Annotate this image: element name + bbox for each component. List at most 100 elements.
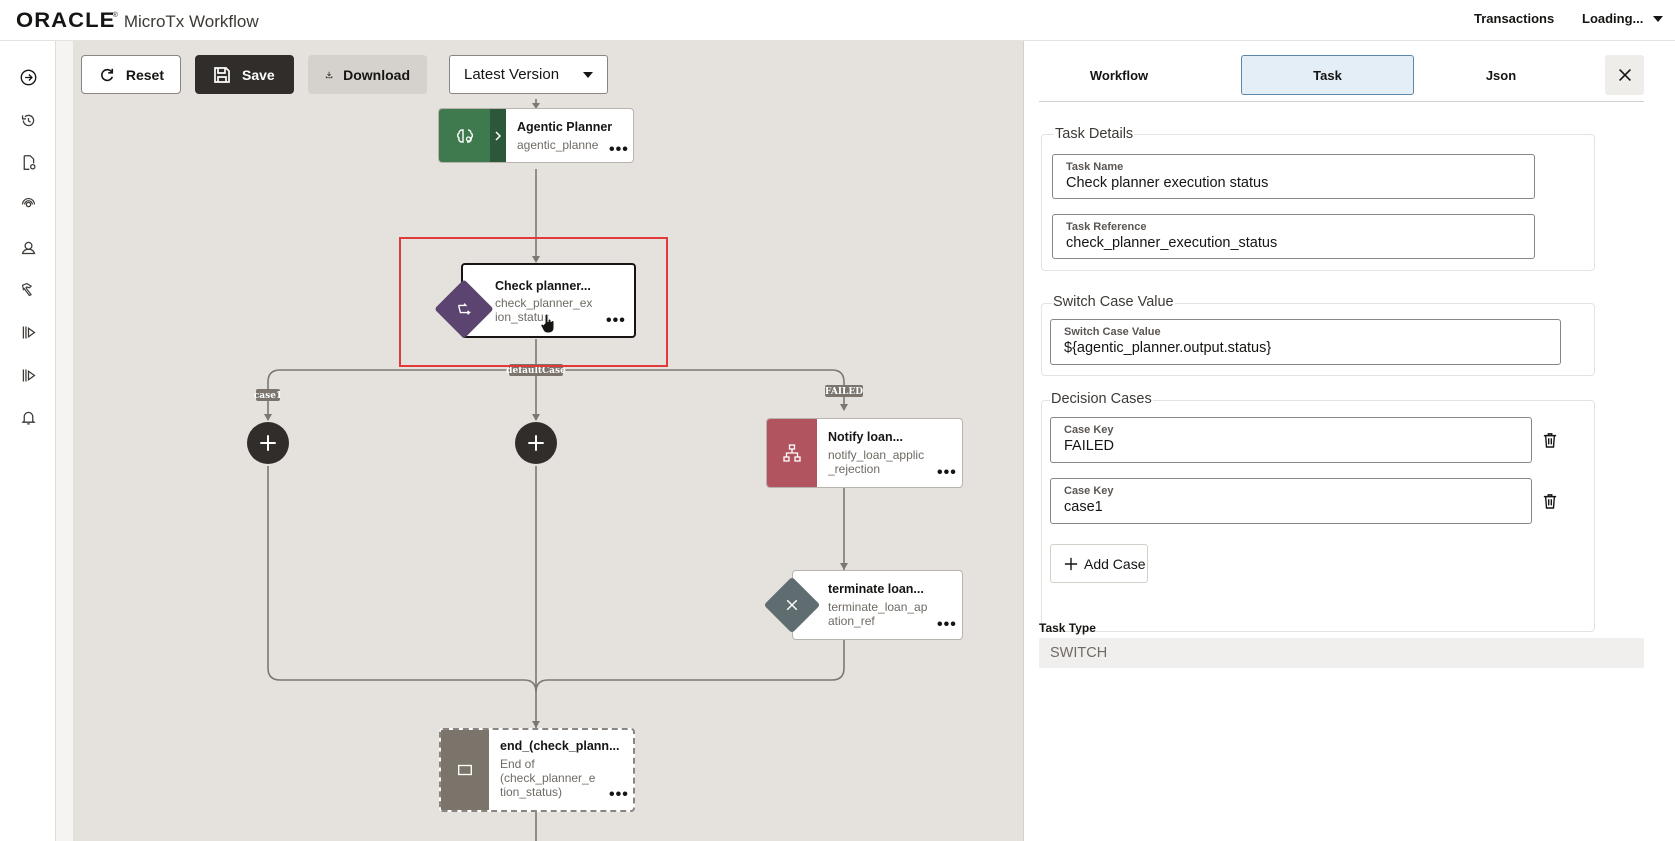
case-key-label: Case Key — [1064, 485, 1114, 497]
oracle-logo: ORACLE — [16, 9, 116, 32]
terminate-icon — [763, 576, 821, 634]
switch-icon — [434, 279, 494, 339]
more-options-icon[interactable]: ••• — [937, 616, 957, 633]
node-subtitle-line: notify_loan_applic — [828, 448, 925, 462]
network-icon[interactable] — [18, 194, 38, 214]
node-title: Check planner... — [495, 279, 591, 293]
run-icon[interactable] — [18, 322, 38, 342]
selected-node-highlight — [399, 237, 668, 367]
task-name-label: Task Name — [1066, 161, 1124, 173]
end-square-icon — [441, 730, 489, 810]
history-icon[interactable] — [18, 110, 38, 130]
version-select[interactable]: Latest Version — [449, 55, 608, 94]
hammer-icon[interactable] — [18, 279, 38, 299]
case-tag-default — [509, 364, 563, 376]
brand: ORACLE ® MicroTx Workflow — [16, 9, 259, 33]
task-reference-label: Task Reference — [1066, 221, 1147, 233]
tab-json[interactable]: Json — [1485, 67, 1517, 83]
case-key-label: Case Key — [1064, 424, 1114, 436]
case-tag-failed — [825, 385, 863, 397]
plus-icon — [1064, 557, 1078, 570]
task-type-value: SWITCH — [1050, 645, 1108, 661]
chevron-right-icon[interactable] — [490, 109, 506, 162]
node-agentic-planner[interactable]: Agentic Planner agentic_planne ••• — [438, 108, 634, 163]
reset-button[interactable]: Reset — [81, 55, 181, 94]
node-subtitle: notify_loan_applic _rejection — [828, 448, 930, 476]
task-name-field[interactable]: Task Name Check planner execution status — [1052, 154, 1535, 199]
case-tag-case1-label: case1 — [254, 391, 282, 401]
switch-case-label: Switch Case Value — [1064, 326, 1161, 338]
save-button[interactable]: Save — [195, 55, 294, 94]
case-tag-failed-label: FAILED — [825, 387, 863, 397]
user-menu[interactable]: Loading... — [1582, 11, 1664, 26]
expand-icon[interactable] — [18, 67, 38, 87]
task-type-label: Task Type — [1039, 621, 1096, 635]
case-tag-case1 — [256, 389, 280, 401]
switch-case-value-field[interactable]: Switch Case Value ${agentic_planner.outp… — [1050, 319, 1561, 365]
more-options-icon[interactable]: ••• — [937, 464, 957, 481]
task-reference-value: check_planner_execution_status — [1066, 235, 1278, 251]
switch-case-value: ${agentic_planner.output.status} — [1064, 340, 1272, 356]
task-reference-field[interactable]: Task Reference check_planner_execution_s… — [1052, 214, 1535, 259]
document-settings-icon[interactable] — [18, 152, 38, 172]
node-title: Agentic Planner — [517, 120, 613, 134]
plus-icon — [260, 435, 276, 451]
task-type-field: SWITCH — [1039, 638, 1644, 668]
tab-workflow[interactable]: Workflow — [1089, 67, 1149, 83]
play-icon[interactable] — [18, 365, 38, 385]
flow-connectors: case1 defaultCase FAILED — [254, 99, 863, 841]
save-icon — [214, 66, 230, 83]
switch-case-legend: Switch Case Value — [1052, 294, 1175, 310]
tab-task[interactable]: Task — [1241, 55, 1414, 95]
chevron-down-icon — [1653, 15, 1664, 22]
case-key-field[interactable]: Case Key FAILED — [1050, 417, 1532, 463]
bell-icon[interactable] — [18, 407, 38, 427]
add-task-button-default[interactable] — [515, 422, 557, 464]
trash-icon[interactable] — [1542, 492, 1558, 510]
hierarchy-icon — [767, 419, 817, 487]
more-options-icon[interactable]: ••• — [609, 141, 629, 158]
node-subtitle: End of (check_planner_e tion_status) — [500, 757, 600, 799]
download-button[interactable]: Download — [308, 55, 427, 94]
node-subtitle-line: check_planner_ex — [495, 296, 593, 310]
switch-case-group: Switch Case Value Switch Case Value ${ag… — [1041, 294, 1595, 376]
user-support-icon[interactable] — [18, 237, 38, 257]
app-header: ORACLE ® MicroTx Workflow Transactions L… — [0, 0, 1675, 41]
task-name-value: Check planner execution status — [1066, 175, 1269, 191]
add-case-button[interactable]: Add Case — [1050, 544, 1148, 583]
node-subtitle-line: End of — [500, 757, 535, 771]
rail-gutter — [56, 41, 73, 841]
node-title: end_(check_plann... — [500, 739, 620, 753]
more-options-icon[interactable]: ••• — [606, 312, 626, 329]
download-label: Download — [343, 66, 410, 83]
add-case-label: Add Case — [1084, 555, 1146, 572]
plus-icon — [528, 435, 544, 451]
close-icon — [1618, 69, 1631, 81]
task-properties-panel: Workflow Task Json Task Details Task Nam… — [1025, 41, 1675, 841]
node-title: Notify loan... — [828, 430, 903, 444]
task-details-group: Task Details Task Name Check planner exe… — [1041, 126, 1595, 271]
node-end[interactable]: end_(check_plann... End of (check_planne… — [439, 728, 635, 812]
workflow-canvas[interactable]: case1 defaultCase FAILED Reset Save Down… — [73, 41, 1024, 841]
case-key-field[interactable]: Case Key case1 — [1050, 478, 1532, 524]
node-subtitle-line: tion_status) — [500, 785, 563, 799]
node-subtitle: check_planner_ex ion_status — [495, 296, 593, 324]
chevron-down-icon — [583, 71, 593, 78]
tab-divider — [1039, 101, 1644, 102]
node-subtitle-line: (check_planner_e — [500, 771, 596, 785]
download-icon — [325, 71, 333, 78]
reset-label: Reset — [125, 66, 164, 83]
app-title: MicroTx Workflow — [123, 12, 259, 31]
case-tag-default-label: defaultCase — [506, 366, 566, 376]
brain-settings-icon — [439, 109, 490, 162]
task-details-legend: Task Details — [1054, 126, 1135, 142]
close-panel-button[interactable] — [1605, 55, 1644, 95]
more-options-icon[interactable]: ••• — [609, 786, 629, 803]
node-notify-loan[interactable]: Notify loan... notify_loan_applic _rejec… — [766, 418, 963, 488]
decision-cases-legend: Decision Cases — [1050, 391, 1153, 407]
add-task-button-case1[interactable] — [247, 422, 289, 464]
node-title: terminate loan... — [828, 582, 924, 596]
save-label: Save — [242, 66, 275, 83]
trash-icon[interactable] — [1542, 431, 1558, 449]
transactions-link[interactable]: Transactions — [1474, 11, 1555, 26]
